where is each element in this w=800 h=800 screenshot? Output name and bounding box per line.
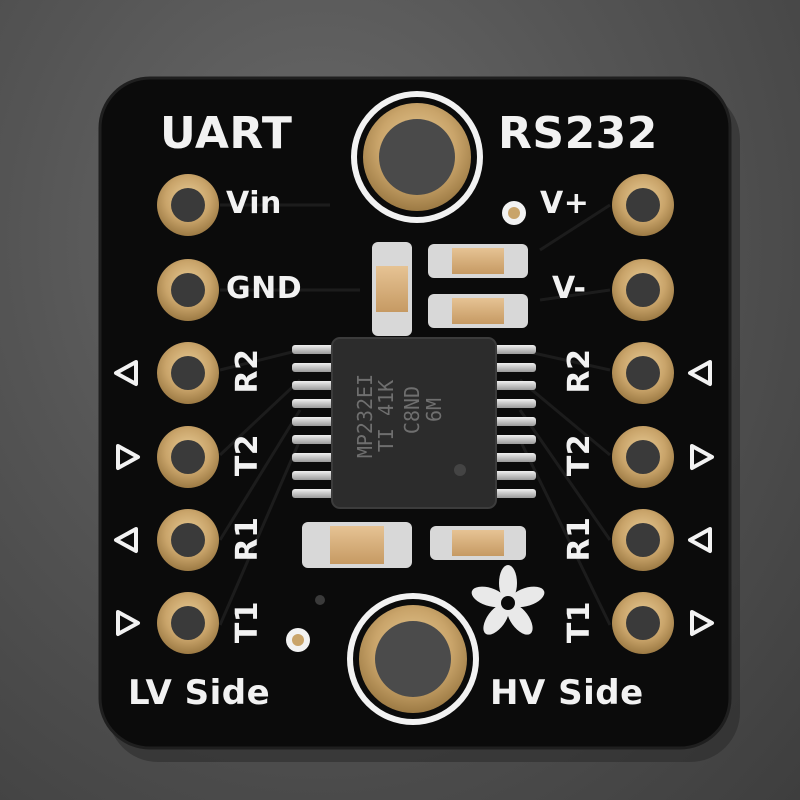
- capacitor-c2: [428, 244, 528, 278]
- chip-marking-line-3: C8ND: [400, 385, 424, 435]
- pin-label-r2-left: R2: [230, 348, 265, 394]
- flower-logo-icon: [471, 565, 545, 635]
- capacitor-c5: [430, 526, 526, 560]
- arrow-right-icon: [116, 610, 140, 636]
- pin-label-r1-right: R1: [562, 516, 597, 562]
- rs232-label: RS232: [498, 108, 658, 159]
- arrow-left-icon: [114, 527, 138, 553]
- pin-label-vin: Vin: [226, 186, 282, 221]
- chip-marking-line-2: TI 41K: [374, 379, 398, 453]
- arrow-right-icon: [690, 444, 714, 470]
- pin-label-vminus: V-: [552, 271, 587, 306]
- mounting-hole-bottom: [347, 593, 479, 725]
- arrow-left-icon: [114, 360, 138, 386]
- lv-side-label: LV Side: [128, 673, 271, 713]
- arrow-left-icon: [688, 527, 712, 553]
- left-direction-arrows: [114, 360, 140, 636]
- pin-label-gnd: GND: [226, 271, 303, 306]
- pin-label-t1-left: T1: [230, 600, 265, 644]
- pin-label-t2-left: T2: [230, 433, 265, 477]
- arrow-right-icon: [690, 610, 714, 636]
- ic-pins-right: [490, 345, 536, 498]
- arrow-right-icon: [116, 444, 140, 470]
- right-direction-arrows: [688, 360, 714, 636]
- uart-label: UART: [160, 108, 293, 159]
- pin-label-r1-left: R1: [230, 516, 265, 562]
- arrow-left-icon: [688, 360, 712, 386]
- capacitor-c4: [302, 522, 412, 568]
- left-pin-pads: [157, 174, 219, 654]
- hv-side-label: HV Side: [490, 673, 644, 713]
- mounting-hole-top: [351, 91, 483, 223]
- pin-label-vplus: V+: [540, 186, 590, 221]
- capacitor-c3: [428, 294, 528, 328]
- pin-label-r2-right: R2: [562, 348, 597, 394]
- capacitor-c1: [372, 242, 412, 336]
- chip-marking-line-4: 6M: [422, 397, 446, 423]
- ic-pins-left: [292, 345, 338, 498]
- pin-label-t2-right: T2: [562, 433, 597, 477]
- right-pin-pads: [612, 174, 674, 654]
- pin-label-t1-right: T1: [562, 600, 597, 644]
- ic-chip-body: [332, 338, 496, 508]
- chip-marking-line-1: MP232EI: [353, 373, 377, 459]
